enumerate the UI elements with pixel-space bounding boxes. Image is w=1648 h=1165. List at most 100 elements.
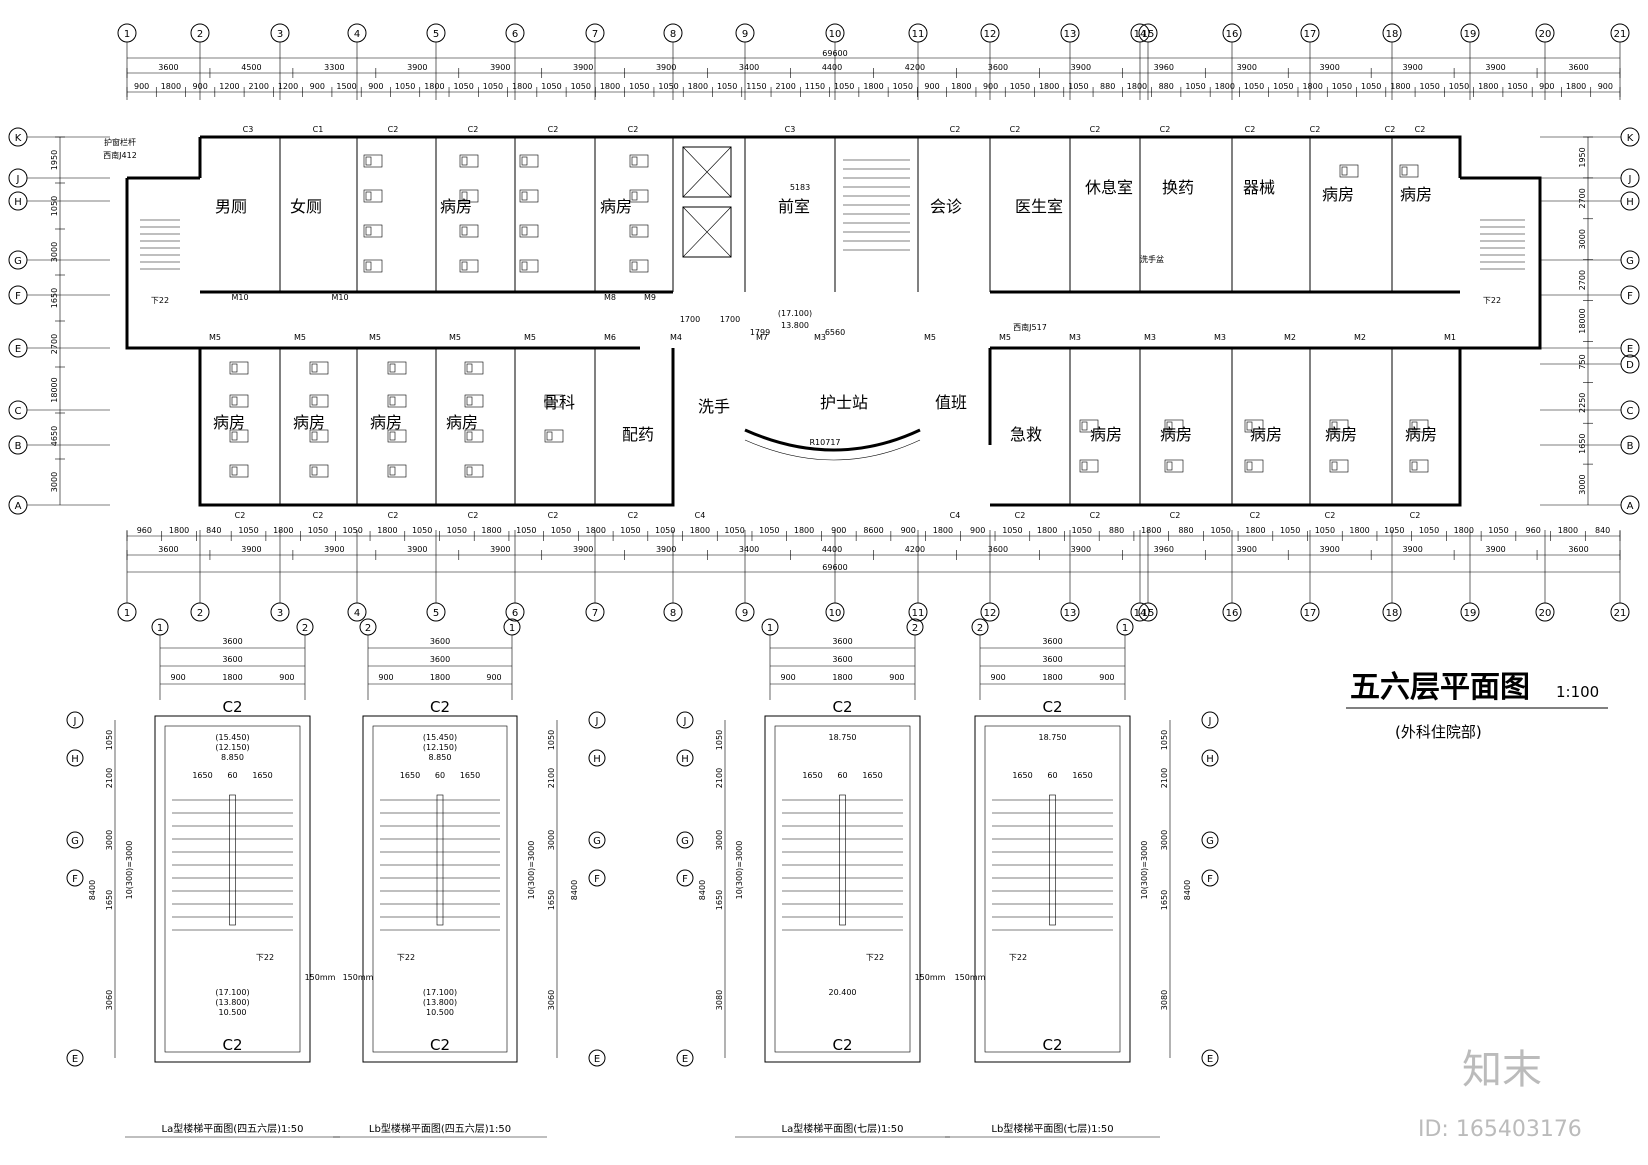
pillow-icon <box>365 226 372 236</box>
pillow-icon <box>466 431 473 441</box>
door-tag: M1 <box>1444 333 1456 342</box>
pillow-icon <box>389 363 396 373</box>
dim-bottom-detail-value: 8600 <box>863 526 883 535</box>
pillow-icon <box>1411 421 1418 431</box>
dim-top-detail-value: 1050 <box>1010 82 1030 91</box>
dim-bottom-bays-value: 3600 <box>1568 545 1588 554</box>
dim-top-bays-value: 3900 <box>1485 63 1505 72</box>
dim-top-detail-value: 1800 <box>1039 82 1059 91</box>
stair-axis-label: 1 <box>767 623 773 634</box>
elevator-cross <box>682 206 732 258</box>
dim-top-detail-value: 1800 <box>1390 82 1410 91</box>
pillow-icon <box>521 226 528 236</box>
dim-left-value: 3000 <box>50 242 59 262</box>
dim-top-detail-value: 880 <box>1100 82 1115 91</box>
dim-top-detail-value: 900 <box>368 82 383 91</box>
stair-dim-detail: 900 <box>1099 673 1114 682</box>
bed-icon <box>363 259 383 273</box>
bed-icon <box>629 189 649 203</box>
axis-label-top: 11 <box>912 29 925 40</box>
nurse-station-curve <box>744 428 921 452</box>
elevator-cross <box>682 146 732 198</box>
stair-row-bubble <box>66 711 84 729</box>
dim-bottom-bays-value: 3900 <box>573 545 593 554</box>
stair-dim-detail: 900 <box>279 673 294 682</box>
stair-row-bubble <box>676 831 694 849</box>
stair-axis-label: 1 <box>157 623 163 634</box>
window-tag-north: C2 <box>1160 125 1171 134</box>
stair-row-bubble <box>588 711 606 729</box>
window-tag-south: C2 <box>548 511 559 520</box>
window-tag-north: C2 <box>548 125 559 134</box>
dim-top-detail-value: 1050 <box>893 82 913 91</box>
window-tag-south: C2 <box>1410 511 1421 520</box>
dim-bottom-bays-value: 3900 <box>241 545 261 554</box>
window-tag-north: C2 <box>1310 125 1321 134</box>
axis-label-top: 7 <box>592 29 598 40</box>
drawing-title: 五六层平面图 <box>1350 670 1530 705</box>
door-tag: M10 <box>231 293 248 302</box>
dim-bottom-bays-value: 3900 <box>1320 545 1340 554</box>
annotation-tag: 下22 <box>151 296 169 305</box>
axis-label-top: 21 <box>1614 29 1627 40</box>
dim-top-detail-value: 1500 <box>336 82 356 91</box>
pillow-icon <box>461 191 468 201</box>
stair-dim-detail: 900 <box>889 673 904 682</box>
stair-window-bottom: C2 <box>430 1036 450 1054</box>
dim-right-value: 3000 <box>1578 474 1587 494</box>
dim-top-detail-value: 1050 <box>1185 82 1205 91</box>
dim-right-value: 2700 <box>1578 188 1587 208</box>
door-tag: M5 <box>294 333 306 342</box>
stair-side-dim: 1650 <box>105 890 114 910</box>
dim-bottom-detail-value: 1800 <box>794 526 814 535</box>
dim-top-detail-value: 900 <box>983 82 998 91</box>
pillow-icon <box>1081 421 1088 431</box>
bed-icon <box>459 259 479 273</box>
stair-handrail <box>1049 794 1056 926</box>
room-label-south: 值班 <box>935 393 967 412</box>
door-tag: M8 <box>604 293 616 302</box>
axis-label-top: 1 <box>124 29 130 40</box>
dim-top-detail-value: 1200 <box>219 82 239 91</box>
pillow-icon <box>1081 461 1088 471</box>
stair-row-bubble <box>66 869 84 887</box>
window-tag-north: C3 <box>785 125 796 134</box>
room-label-south: 病房 <box>1405 425 1437 444</box>
axis-label-top: 15 <box>1142 29 1155 40</box>
stair-dim-detail: 1800 <box>1042 673 1062 682</box>
dim-top-bays-value: 3900 <box>573 63 593 72</box>
dim-top-detail-value: 1050 <box>1361 82 1381 91</box>
door-tag: M7 <box>756 333 768 342</box>
dim-top-detail-value: 1050 <box>717 82 737 91</box>
dim-top-detail-value: 1050 <box>1332 82 1352 91</box>
stair-row-bubble <box>676 869 694 887</box>
room-label-south: 骨科 <box>543 393 575 412</box>
stair-outer-wall <box>154 715 311 1063</box>
room-label-south: 护士站 <box>820 393 868 412</box>
pillow-icon <box>1411 461 1418 471</box>
stair-row-label: J <box>595 716 599 727</box>
dim-top-detail-value: 1800 <box>1478 82 1498 91</box>
dim-top-bays-value: 4400 <box>822 63 842 72</box>
pillow-icon <box>1331 461 1338 471</box>
stair-window-bottom: C2 <box>222 1036 242 1054</box>
axis-label-bottom: 1 <box>124 608 130 619</box>
axis-label-bottom: 8 <box>670 608 676 619</box>
axis-label-bottom: 7 <box>592 608 598 619</box>
stair-total-dim: 10(300)=3000 <box>125 841 134 900</box>
dim-top-bays-value: 3900 <box>1071 63 1091 72</box>
stair-outer-wall <box>764 715 921 1063</box>
stair-row-label: E <box>682 1054 688 1065</box>
dim-top-detail-value: 1050 <box>1449 82 1469 91</box>
bed-icon <box>1409 419 1429 433</box>
pillow-icon <box>631 226 638 236</box>
dim-top-detail-value: 1050 <box>1420 82 1440 91</box>
bed-icon <box>1329 459 1349 473</box>
dim-total-top: 69600 <box>822 49 847 58</box>
stair-side-dim: 3000 <box>105 830 114 850</box>
annotation-tag: 1799 <box>750 328 770 337</box>
stair-side-dim: 3060 <box>105 990 114 1010</box>
annotation-tag: 1700 <box>680 315 700 324</box>
axis-label-bottom: 21 <box>1614 608 1627 619</box>
stair-row-label: G <box>593 836 601 847</box>
